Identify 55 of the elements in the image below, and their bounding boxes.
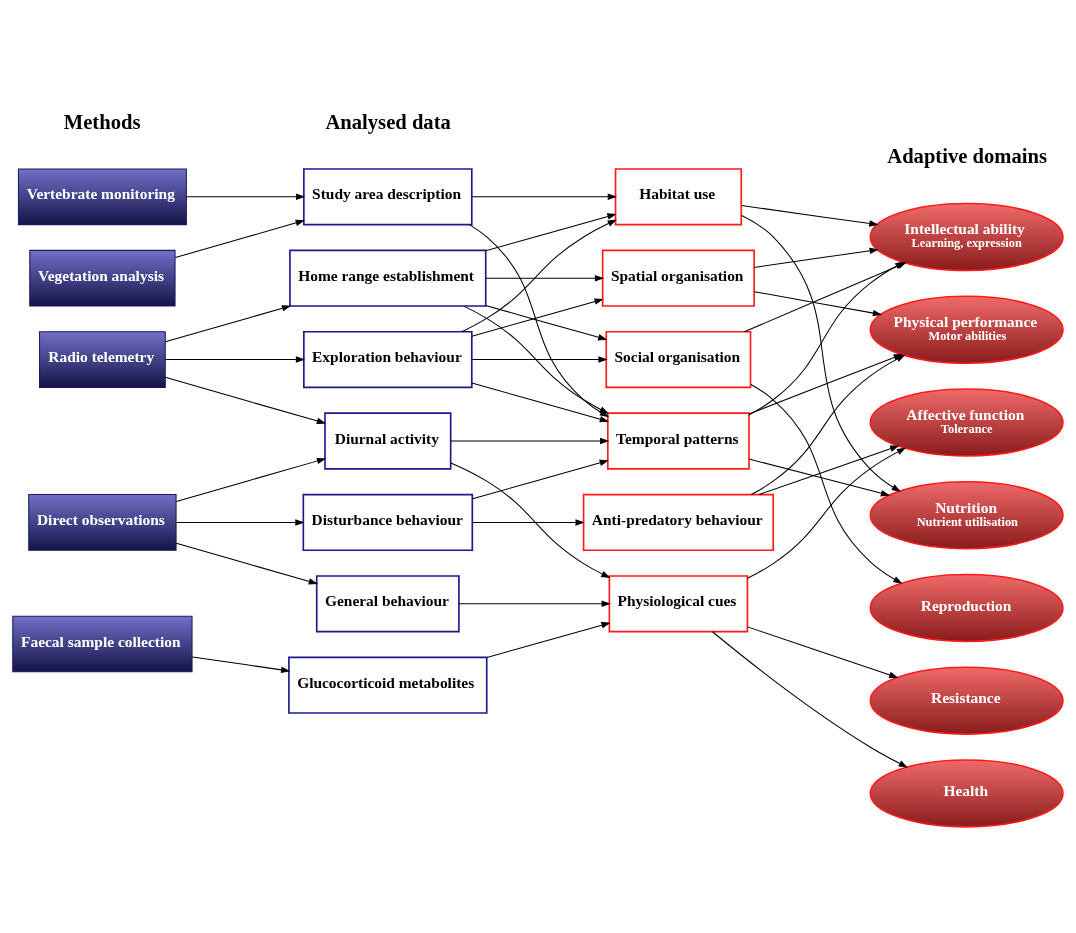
label: Methods [63, 110, 141, 133]
arrow [175, 457, 327, 502]
arrow [753, 247, 879, 268]
node-ellipse: Resistance [869, 666, 1064, 735]
node-box: Glucocorticoid metabolites [288, 656, 488, 714]
arrow [485, 274, 605, 282]
arrow [450, 462, 611, 579]
arrow [471, 193, 618, 201]
arrow [471, 356, 608, 363]
arrow [175, 519, 305, 526]
arrow [741, 205, 879, 227]
node-box: Temporal patterns [607, 412, 750, 470]
node-box: Habitat use [614, 168, 743, 226]
node-box: Exploration behaviour [303, 330, 473, 389]
arrow [753, 291, 883, 317]
arrow [472, 519, 585, 526]
node-box: Direct observations [28, 494, 177, 551]
arrow [750, 383, 903, 584]
node-box: Physiological cues [608, 575, 749, 633]
node-box: Vegetation analysis [29, 249, 176, 307]
node-box: Social organisation [605, 330, 752, 389]
arrow [175, 542, 318, 585]
arrow [463, 305, 609, 414]
arrow [450, 437, 610, 445]
arrow [485, 305, 608, 341]
arrow [461, 219, 617, 333]
node-box: General behaviour [315, 575, 460, 633]
label: Analysed data [325, 110, 451, 133]
arrow [164, 356, 306, 363]
node-box: Anti-predatory behaviour [582, 493, 774, 552]
node-box: Radio telemetry [39, 331, 166, 388]
arrow [164, 305, 292, 343]
arrow [191, 656, 291, 674]
arrow [485, 213, 617, 252]
node-box: Spatial organisation [601, 249, 755, 307]
arrow [486, 622, 611, 659]
arrow [164, 376, 327, 425]
node-box: Disturbance behaviour [302, 493, 474, 552]
arrow [748, 458, 891, 497]
node-box: Study area description [303, 168, 473, 226]
arrow [186, 193, 306, 201]
arrow [747, 626, 899, 679]
node-ellipse: Nutrition Nutrient utilisation [869, 480, 1064, 550]
node-box: Home range establishment [289, 249, 487, 307]
node-box: Faecal sample collection [12, 615, 193, 673]
node-box: Diurnal activity [324, 412, 452, 470]
arrow [471, 298, 604, 337]
arrow [458, 600, 611, 608]
arrow [758, 445, 900, 496]
arrow [747, 447, 907, 579]
arrow [472, 459, 609, 500]
node-box: Vertebrate monitoring [17, 168, 187, 226]
label: Adaptive domains [887, 144, 1047, 167]
arrow [711, 631, 908, 768]
arrow [174, 219, 305, 259]
